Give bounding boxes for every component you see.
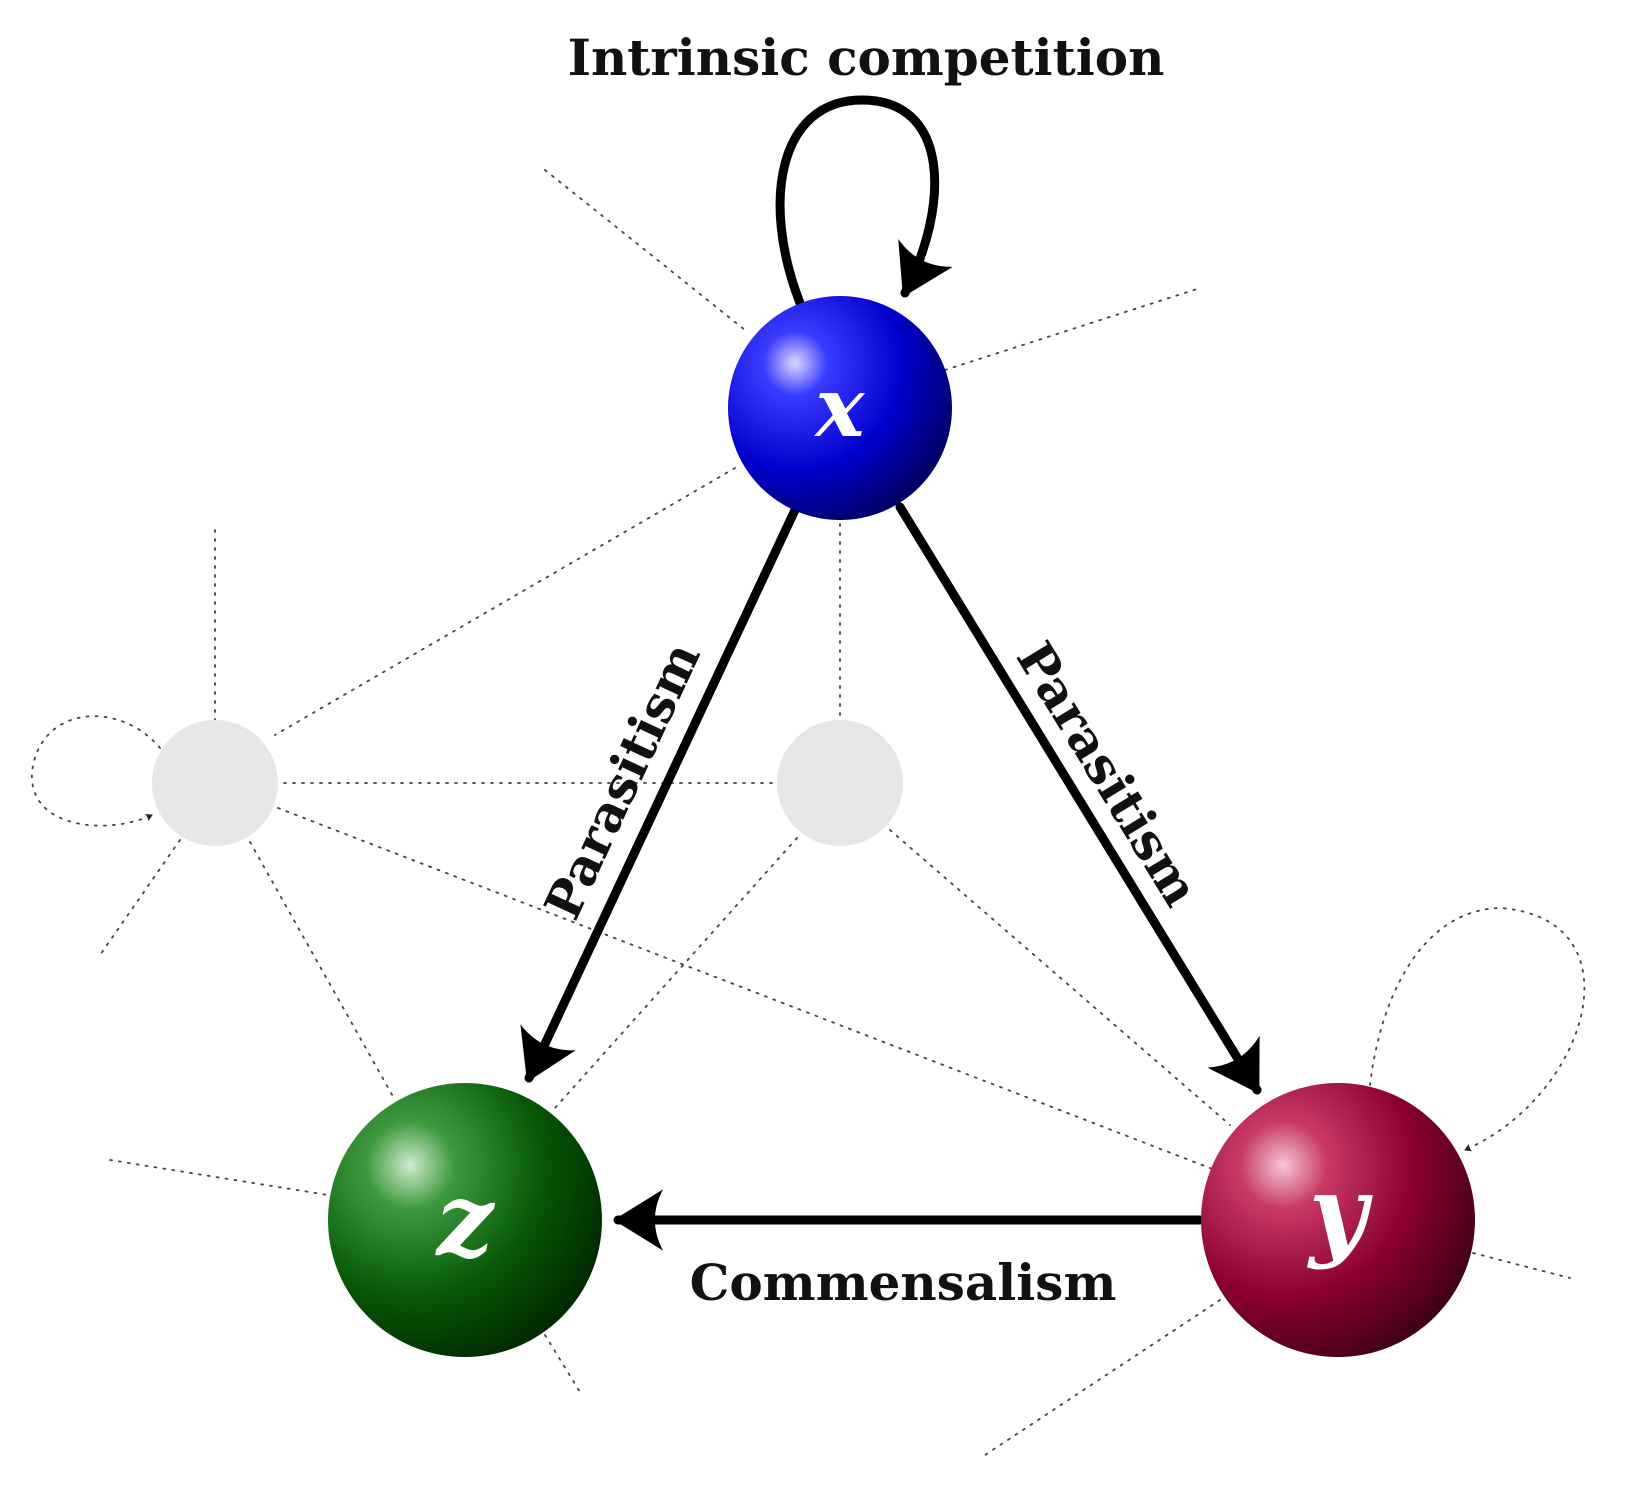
node-z-label: z: [435, 1161, 496, 1279]
parasitism-label-right: Parasitism: [1005, 632, 1211, 917]
node-z: z: [328, 1083, 602, 1357]
ghost-node-left: [152, 720, 278, 846]
node-y-sphere: [1201, 1083, 1475, 1357]
parasitism-arrow-x-to-z: [520, 505, 800, 1083]
node-z-sphere: [328, 1083, 602, 1357]
node-y-label: y: [1307, 1153, 1373, 1271]
intrinsic-competition-label: Intrinsic competition: [568, 28, 1165, 87]
background-network: [31, 169, 1586, 1456]
intrinsic-competition-arrow: [775, 95, 953, 308]
node-x-sphere: [728, 296, 952, 520]
ghost-node-center: [777, 720, 903, 846]
commensalism-label: Commensalism: [690, 1253, 1117, 1312]
node-x-label: x: [814, 360, 866, 456]
parasitism-arrow-x-to-y: [895, 502, 1262, 1095]
node-y: y: [1201, 1083, 1475, 1357]
main-edges: [520, 95, 1262, 1251]
node-x: x: [728, 296, 952, 520]
